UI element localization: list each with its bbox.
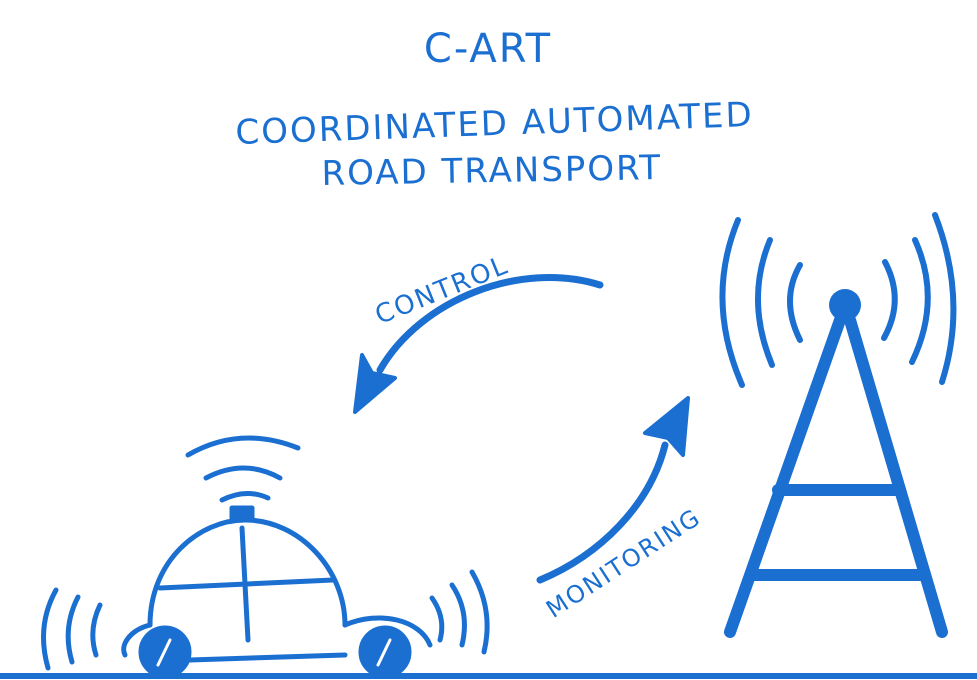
monitoring-arrow-shaft [536, 441, 669, 584]
car-rear-fender [121, 622, 153, 658]
car-left-signal-icon [41, 587, 103, 671]
tower-right-signal-icon [881, 212, 957, 385]
diagram-subtitle-line-2: ROAD TRANSPORT [321, 148, 662, 194]
tower-right-leg [844, 314, 948, 638]
monitoring-arrow-head [643, 396, 690, 457]
control-arrow [353, 274, 604, 414]
car-right-signal-icon [429, 569, 490, 655]
control-label: CONTROL [371, 250, 513, 331]
radio-tower-icon [724, 289, 948, 638]
control-arrow-head [353, 353, 397, 414]
car-roof-sensor [229, 505, 255, 523]
car-front-wheel-hub [376, 638, 392, 667]
car-rear-wheel-hub [156, 638, 172, 667]
tower-left-signal-icon [719, 217, 803, 388]
tower-top-beacon [829, 289, 861, 321]
automated-car-icon [121, 505, 433, 679]
car-top-signal-icon [185, 435, 301, 503]
car-window-horizontal [157, 577, 336, 591]
car-front-fender [342, 615, 433, 648]
diagram-title: C-ART [424, 26, 552, 72]
tower-left-leg [724, 314, 846, 638]
diagram-subtitle-line-1: COORDINATED AUTOMATED [235, 95, 755, 153]
monitoring-arrow [536, 396, 690, 584]
control-arrow-shaft [376, 274, 604, 374]
car-underside [187, 652, 348, 663]
